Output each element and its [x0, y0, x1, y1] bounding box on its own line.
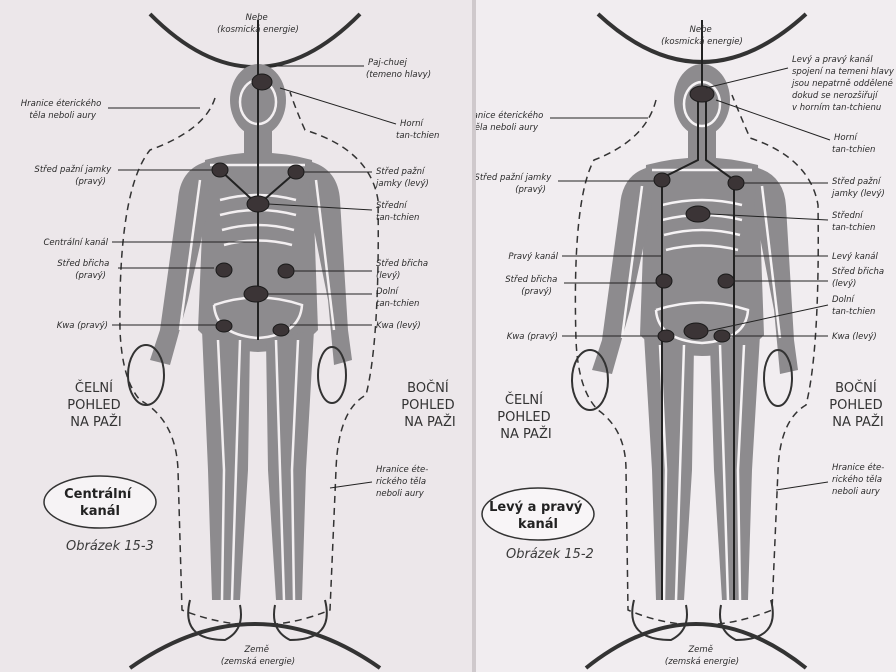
side-view-label: BOČNÍ POHLED NA PAŽI — [401, 380, 458, 430]
kwa-left-label: Kwa (levý) — [832, 332, 877, 342]
lower-dantian-label: Dolní tan-tchien — [832, 295, 875, 317]
figure-caption: Obrázek 15-2 — [506, 547, 594, 562]
armpit-left-label: Střed pažní jamky (levý) — [375, 167, 429, 189]
aura-boundary-label: Hranice éterického těla neboli aury — [476, 110, 546, 133]
armpit-right-label: Střed pažní jamky (pravý) — [476, 173, 554, 195]
channels-joined-label: Levý a pravý kanál spojení na temeni hla… — [791, 55, 896, 113]
belly-left-point — [718, 274, 734, 288]
aura-boundary-lower-label: Hranice éte- rického těla neboli aury — [832, 462, 887, 497]
body-silhouette — [150, 64, 352, 600]
armpit-right-point — [654, 173, 670, 187]
left-channel-label: Levý kanál — [832, 252, 878, 262]
upper-dantian-label: Horní tan-tchien — [832, 133, 875, 155]
side-view-label: BOČNÍ POHLED NA PAŽI — [829, 380, 886, 430]
lower-dantian-point — [244, 286, 268, 302]
right-channel-label: Pravý kanál — [508, 252, 558, 262]
lower-dantian-label: Dolní tan-tchien — [376, 287, 419, 309]
lower-dantian-point — [684, 323, 708, 339]
central-channel-figure: Nebe (kosmická energie) Paj-chuej (temen… — [0, 0, 472, 672]
kwa-right-point — [658, 330, 674, 342]
earth-label: Země (zemská energie) — [221, 644, 295, 667]
belly-left-label: Střed břicha (levý) — [376, 259, 431, 281]
title-oval — [44, 476, 156, 528]
belly-left-label: Střed břicha (levý) — [832, 267, 887, 289]
paj-chuej-label: Paj-chuej (temeno hlavy) — [366, 58, 431, 80]
kwa-left-point — [714, 330, 730, 342]
armpit-left-point — [288, 165, 304, 179]
left-page: Nebe (kosmická energie) Paj-chuej (temen… — [0, 0, 472, 672]
armpit-left-point — [728, 176, 744, 190]
front-view-label: ČELNÍ POHLED NA PAŽI — [67, 380, 124, 430]
left-right-channel-figure: Nebe (kosmická energie) Levý a pravý kan… — [476, 0, 896, 672]
aura-boundary-lower-label: Hranice éte- rického těla neboli aury — [376, 464, 431, 499]
armpit-left-label: Střed pažní jamky (levý) — [831, 177, 885, 199]
aura-boundary-label: Hranice éterického těla neboli aury — [21, 98, 104, 121]
earth-label: Země (zemská energie) — [665, 644, 739, 667]
belly-right-point — [216, 263, 232, 277]
belly-right-point — [656, 274, 672, 288]
belly-right-label: Střed břicha (pravý) — [57, 259, 112, 281]
central-channel-label: Centrální kanál — [44, 238, 109, 248]
paj-chuej-point — [690, 86, 714, 102]
middle-dantian-label: Střední tan-tchien — [376, 201, 419, 223]
belly-right-label: Střed břicha (pravý) — [505, 275, 560, 297]
belly-left-point — [278, 264, 294, 278]
figure-caption: Obrázek 15-3 — [66, 539, 154, 554]
right-page: Nebe (kosmická energie) Levý a pravý kan… — [476, 0, 896, 672]
armpit-right-point — [212, 163, 228, 177]
paj-chuej-point — [252, 74, 272, 90]
middle-dantian-point — [247, 196, 269, 212]
kwa-left-point — [273, 324, 289, 336]
front-view-label: ČELNÍ POHLED NA PAŽI — [497, 392, 554, 442]
kwa-right-point — [216, 320, 232, 332]
middle-dantian-label: Střední tan-tchien — [832, 211, 875, 233]
kwa-right-label: Kwa (pravý) — [57, 321, 108, 331]
kwa-right-label: Kwa (pravý) — [507, 332, 558, 342]
armpit-right-label: Střed pažní jamky (pravý) — [34, 165, 114, 187]
upper-dantian-label: Horní tan-tchien — [396, 119, 439, 141]
kwa-left-label: Kwa (levý) — [376, 321, 421, 331]
middle-dantian-point — [686, 206, 710, 222]
